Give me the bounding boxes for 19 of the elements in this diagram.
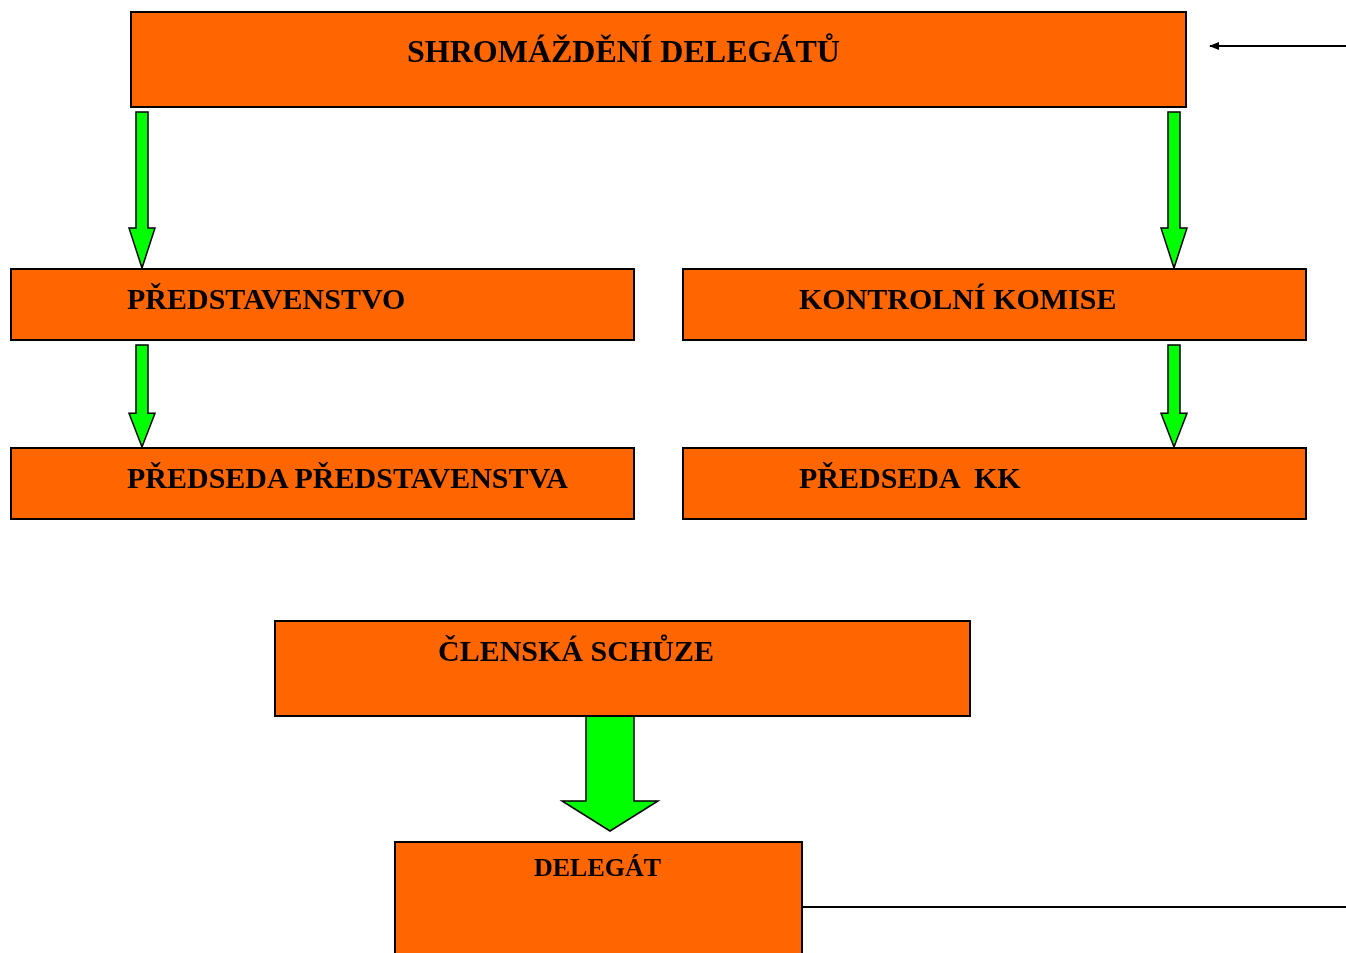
block-arrow	[1159, 111, 1189, 271]
box-label: ČLENSKÁ SCHŮZE	[438, 634, 714, 668]
process-box	[682, 268, 1307, 341]
process-box	[10, 268, 635, 341]
box-label: DELEGÁT	[534, 853, 662, 883]
box-label: PŘEDSEDA PŘEDSTAVENSTVA	[127, 461, 568, 495]
process-box	[682, 447, 1307, 520]
box-label: PŘEDSEDA KK	[799, 461, 1021, 495]
process-box	[130, 11, 1187, 108]
arrow	[1209, 42, 1346, 50]
process-box	[10, 447, 635, 520]
block-arrow	[127, 111, 157, 271]
block-arrow	[127, 344, 157, 450]
box-label: PŘEDSTAVENSTVO	[127, 282, 406, 316]
process-box	[274, 620, 971, 717]
box-label: SHROMÁŽDĚNÍ DELEGÁTŮ	[407, 33, 840, 70]
block-arrow	[1159, 344, 1189, 450]
box-label: KONTROLNÍ KOMISE	[799, 282, 1117, 316]
process-box	[394, 841, 803, 953]
